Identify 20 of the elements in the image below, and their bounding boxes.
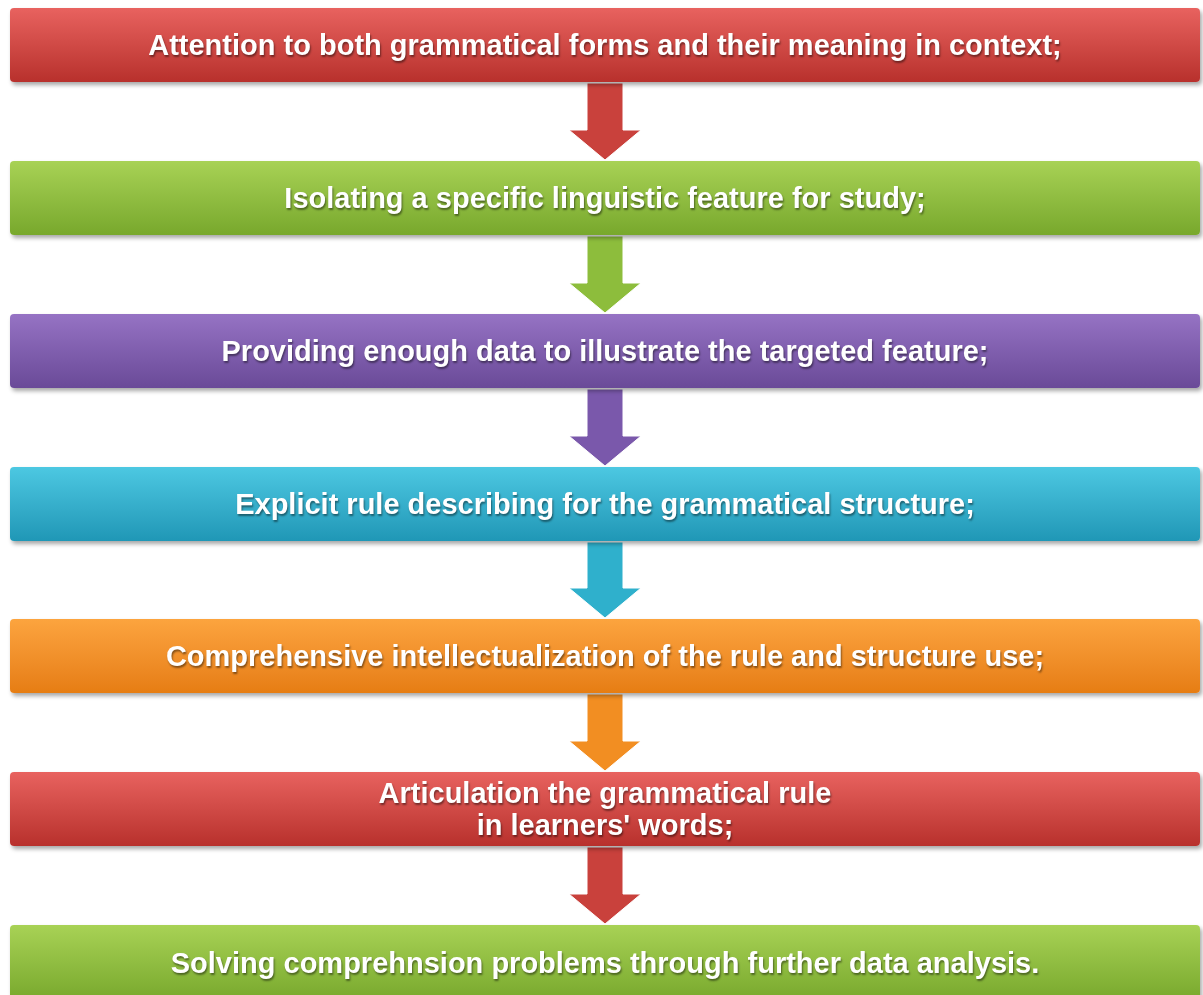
step-bar [10, 772, 1200, 846]
block-arrow [568, 541, 642, 619]
step-text: Attention to both grammatical forms and their meaning in context; [148, 29, 1062, 61]
step-text: Isolating a specific linguistic feature for study; [284, 182, 926, 214]
step-text: Explicit rule describing for the grammatical structure; [235, 488, 975, 520]
block-arrow [568, 693, 642, 772]
step-bar [10, 161, 1200, 235]
step-bar [10, 467, 1200, 541]
step-bar [10, 314, 1200, 388]
step-bar [10, 925, 1200, 995]
step-text: Providing enough data to illustrate the targeted feature; [221, 335, 989, 367]
block-arrow [568, 846, 642, 925]
step-text: Comprehensive intellectualization of the rule and structure use; [165, 640, 1045, 672]
block-arrow [568, 388, 642, 467]
step-bar [10, 619, 1200, 693]
block-arrow [568, 235, 642, 314]
step-text: Articulation the grammatical rule in learners' words; [377, 777, 833, 841]
block-arrow [568, 82, 642, 161]
step-text: Solving comprehnsion problems through further data analysis. [170, 947, 1040, 979]
step-bar [10, 8, 1200, 82]
